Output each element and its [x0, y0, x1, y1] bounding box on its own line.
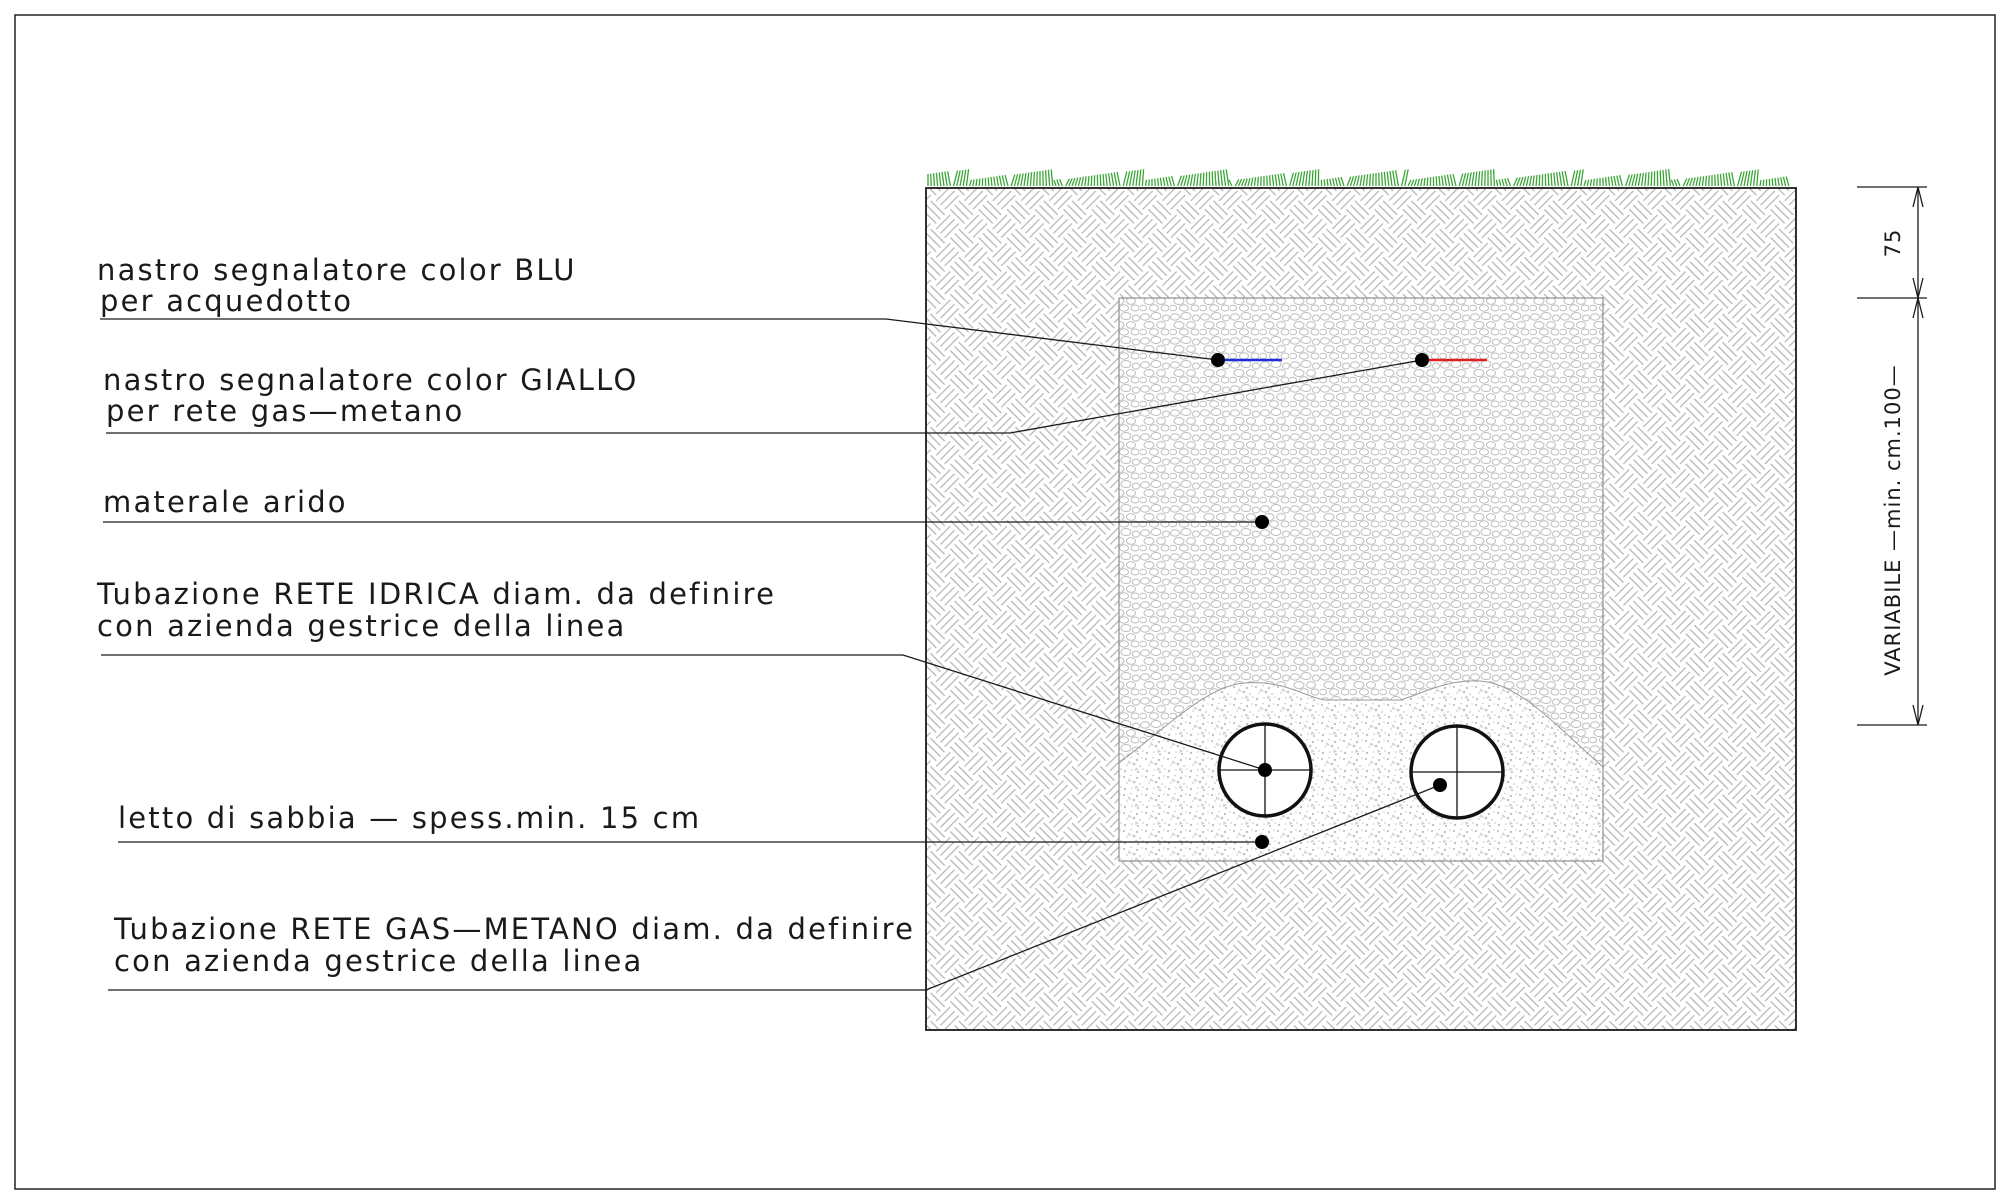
grass-blades — [927, 169, 1790, 187]
sheet-border — [14, 14, 1996, 1190]
leader-blue-tape — [100, 318, 1219, 361]
label-dry-material: materale arido — [103, 485, 348, 519]
dimension-chain — [1857, 186, 1927, 726]
trench-outline — [1118, 297, 1604, 862]
label-water-pipe-line1: Tubazione RETE IDRICA diam. da definire — [96, 577, 776, 611]
section-outline — [925, 187, 1797, 1031]
leader-gas-pipe — [108, 784, 1441, 991]
dimension-variable-value: VARIABILE —min. cm.100— — [1881, 364, 1905, 676]
label-gas-pipe-line1: Tubazione RETE GAS—METANO diam. da defin… — [113, 912, 915, 946]
sand-bed-texture — [1118, 680, 1604, 862]
label-gas-pipe-line2: con azienda gestrice della linea — [114, 944, 644, 978]
marker-dot — [1255, 835, 1269, 849]
marker-dot — [1211, 353, 1225, 367]
label-blue-tape-line2: per acquedotto — [100, 284, 353, 318]
ground-section — [925, 169, 1797, 1031]
label-blue-tape-line1: nastro segnalatore color BLU — [97, 253, 577, 287]
marker-dot — [1255, 515, 1269, 529]
marker-dot — [1433, 778, 1447, 792]
dimension-top-value: 75 — [1881, 229, 1905, 258]
marker-dot — [1415, 353, 1429, 367]
leader-water-pipe — [101, 654, 1266, 771]
label-sand-bed: letto di sabbia — spess.min. 15 cm — [118, 801, 701, 835]
gas-pipe — [1409, 724, 1505, 820]
label-water-pipe-line2: con azienda gestrice della linea — [97, 609, 627, 643]
grass-strip — [927, 169, 1790, 187]
label-yellow-tape-line2: per rete gas—metano — [106, 394, 464, 428]
marker-dot — [1258, 763, 1272, 777]
leader-yellow-tape — [106, 359, 1423, 434]
label-yellow-tape-line1: nastro segnalatore color GIALLO — [103, 363, 638, 397]
